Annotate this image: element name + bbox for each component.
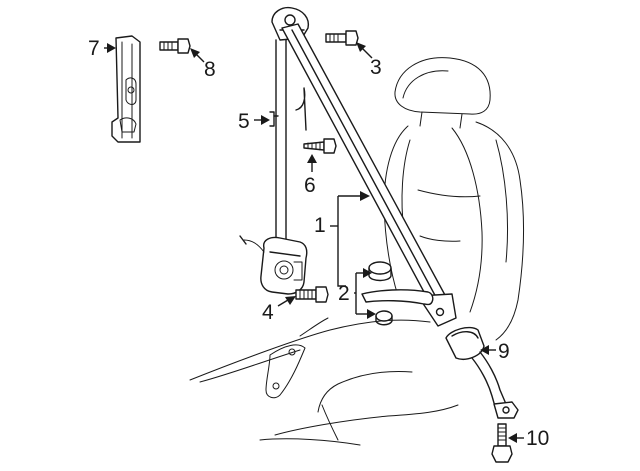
callout-1: 1	[314, 191, 370, 287]
callout-6: 6	[304, 154, 317, 197]
callout-label-3: 3	[370, 56, 382, 79]
callout-5: 5	[238, 110, 270, 133]
callout-label-1: 1	[314, 214, 326, 237]
callout-label-7: 7	[88, 37, 100, 60]
buckle-9	[445, 326, 519, 419]
callout-label-4: 4	[262, 301, 274, 324]
callout-label-10: 10	[526, 427, 549, 450]
callout-label-8: 8	[204, 58, 216, 81]
bolt-10	[491, 423, 513, 463]
callout-label-9: 9	[498, 340, 510, 363]
callout-2: 2	[338, 268, 376, 319]
callout-label-6: 6	[304, 174, 316, 197]
callout-3: 3	[356, 42, 382, 79]
bolt-3	[325, 30, 359, 46]
bolt-8	[159, 38, 191, 54]
callout-8: 8	[190, 48, 216, 81]
anchor-bracket-assembly	[361, 261, 434, 326]
bolt-4	[295, 286, 329, 303]
callout-4: 4	[262, 296, 296, 324]
callout-10: 10	[508, 427, 549, 450]
clip-5	[269, 111, 279, 127]
height-adjuster-7	[111, 35, 141, 143]
callout-label-5: 5	[238, 110, 250, 133]
callout-9: 9	[480, 340, 510, 363]
screw-6	[303, 138, 337, 154]
callout-label-2: 2	[338, 282, 350, 305]
seat-belt-assembly	[239, 6, 457, 327]
callout-7: 7	[88, 37, 116, 60]
